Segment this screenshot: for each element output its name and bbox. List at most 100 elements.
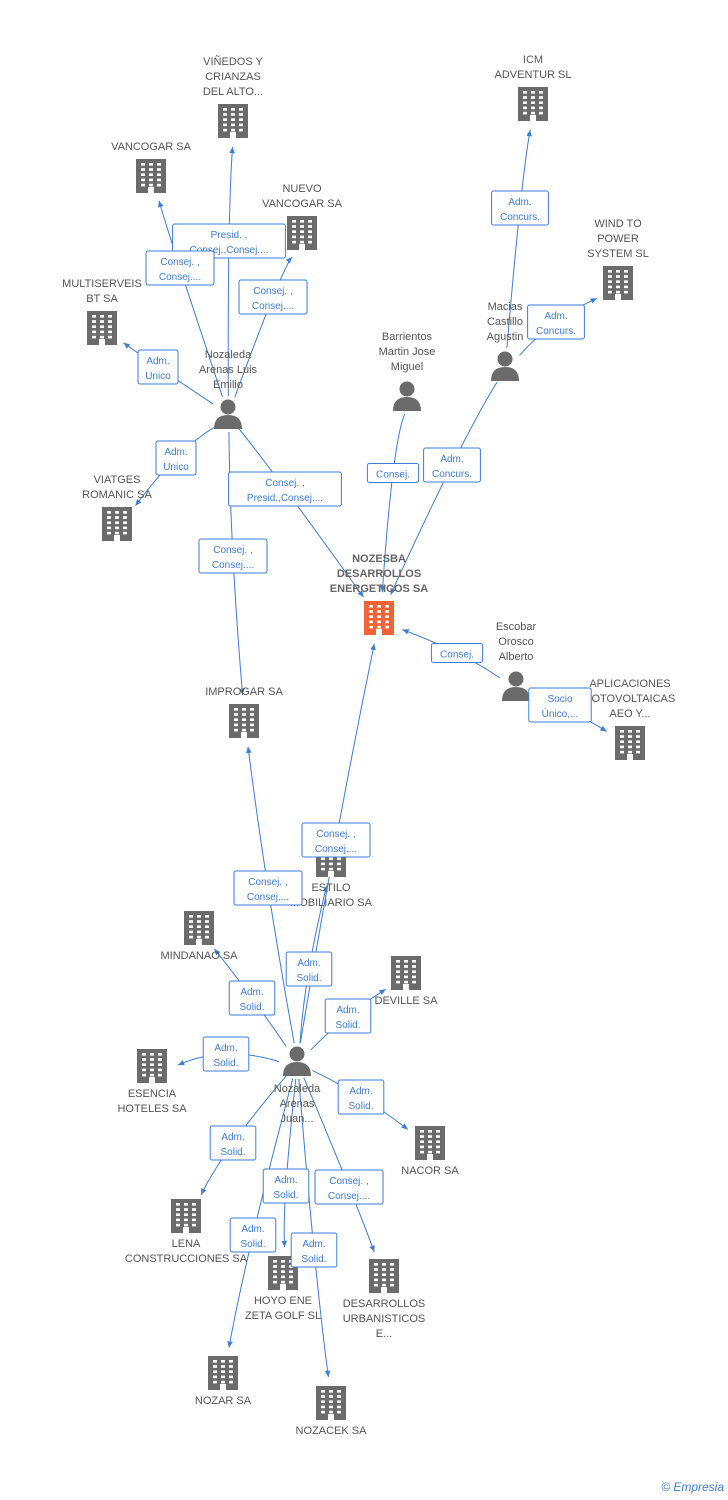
building-window <box>250 708 254 711</box>
edge-label-box <box>430 643 484 663</box>
brand-logo[interactable]: Empresia <box>673 1480 724 1494</box>
node-label: NOZAR SA <box>195 1395 252 1407</box>
node-juan[interactable]: NozaledaArenasJuan... <box>274 1046 321 1126</box>
building-window <box>213 1375 217 1379</box>
building-window <box>620 750 624 754</box>
node-vancogar[interactable]: VANCOGAR SA <box>111 141 192 193</box>
edge-label-escobar-to-aplicaciones[interactable]: SocioÚnico,... <box>528 687 592 723</box>
edge-label-juan-to-nozesba[interactable]: Consej. ,Consej.... <box>301 822 371 858</box>
edge-label-macias-to-icm[interactable]: Adm.Concurs. <box>491 190 549 226</box>
node-label: ZETA GOLF SL <box>245 1310 321 1322</box>
edge-label-luis-to-improgar[interactable]: Consej. ,Consej.... <box>198 538 268 574</box>
node-desarrollos[interactable]: DESARROLLOSURBANISTICOSE... <box>343 1259 426 1340</box>
building-window <box>337 1400 341 1403</box>
building-window <box>229 1380 233 1384</box>
building-window <box>157 168 161 171</box>
building-icon <box>369 1259 399 1293</box>
building-window <box>231 113 235 116</box>
node-nacor[interactable]: NACOR SA <box>401 1126 459 1177</box>
building-window <box>539 101 543 104</box>
building-window <box>157 163 161 166</box>
building-window <box>369 605 373 608</box>
node-nozacek[interactable]: NOZACEK SA <box>296 1386 368 1437</box>
building-icon <box>184 911 214 945</box>
building-window <box>628 750 632 754</box>
edge-label-text: Solid. <box>301 1254 326 1265</box>
building-window <box>176 1223 180 1227</box>
edge-label-luis-to-viatges[interactable]: Adm.Unico <box>155 440 197 476</box>
building-window <box>329 1400 333 1403</box>
building-window <box>123 516 127 519</box>
edge-label-text: Consej. <box>376 470 410 481</box>
building-window <box>608 275 612 278</box>
building-door <box>114 535 120 541</box>
edge-label-box <box>423 447 481 483</box>
building-window <box>239 108 243 111</box>
building-window <box>404 960 408 963</box>
building-door <box>627 754 633 760</box>
edge-label-juan-to-improgar[interactable]: Consej. ,Consej.... <box>233 870 303 906</box>
building-window <box>321 1400 325 1403</box>
edge-label-juan-to-estilo[interactable]: Adm.Solid. <box>285 951 333 987</box>
building-window <box>184 1213 188 1216</box>
edge-label-juan-to-desarrollos[interactable]: Consej. ,Consej.... <box>314 1169 384 1205</box>
building-window <box>150 1063 154 1066</box>
edge-label-escobar-to-nozesba[interactable]: Consej. <box>430 643 484 663</box>
node-nozar[interactable]: NOZAR SA <box>195 1356 252 1407</box>
node-improgar[interactable]: IMPROGAR SA <box>205 686 283 738</box>
building-window <box>273 1265 277 1268</box>
edge-label-macias-to-wind[interactable]: Adm.Concurs. <box>527 304 585 340</box>
edge-label-juan-to-mindanao[interactable]: Adm.Solid. <box>228 980 276 1016</box>
edge-label-box <box>301 822 371 858</box>
edge-label-text: Adm. <box>214 1043 237 1054</box>
edge-label-juan-to-hoyo[interactable]: Adm.Solid. <box>262 1168 310 1204</box>
node-label: Orosco <box>498 636 533 648</box>
edge-label-luis-to-vancogar[interactable]: Consej. ,Consej.... <box>145 250 215 286</box>
edge-label-luis-to-vinedos[interactable]: Presid. ,Consej.,Consej.... <box>172 223 286 259</box>
building-window <box>523 101 527 104</box>
node-deville[interactable]: DEVILLE SA <box>375 956 439 1007</box>
building-window <box>369 610 373 613</box>
building-window <box>100 325 104 328</box>
building-window <box>239 113 243 116</box>
node-label: FOTOVOLTAICAS <box>585 693 675 705</box>
edge-label-luis-to-multiserveis[interactable]: Adm.Unico <box>137 349 179 385</box>
node-mindanao[interactable]: MINDANAO SA <box>160 911 238 962</box>
edge-label-juan-to-lena[interactable]: Adm.Solid. <box>209 1125 257 1161</box>
building-window <box>412 960 416 963</box>
building-window <box>221 1360 225 1363</box>
edge-label-juan-to-nozar[interactable]: Adm.Solid. <box>229 1217 277 1253</box>
building-window <box>176 1203 180 1206</box>
edge-label-text: Consej.... <box>212 560 254 571</box>
building-window <box>189 930 193 934</box>
edge-label-barrientos-to-nozesba[interactable]: Consej. <box>366 463 420 483</box>
building-window <box>197 915 201 918</box>
edge-label-juan-to-nozacek[interactable]: Adm.Solid. <box>290 1232 338 1268</box>
edge-label-macias-to-nozesba[interactable]: Adm.Concurs. <box>423 447 481 483</box>
edge-label-juan-to-nacor[interactable]: Adm.Solid. <box>337 1079 385 1115</box>
building-window <box>420 1130 424 1133</box>
edge-label-juan-to-esencia[interactable]: Adm.Solid. <box>202 1036 250 1072</box>
edge-label-luis-to-nuevo[interactable]: Consej. ,Consej.... <box>238 279 308 315</box>
building-window <box>223 118 227 121</box>
building-window <box>329 1405 333 1409</box>
node-label: HOTELES SA <box>117 1103 187 1115</box>
building-window <box>149 163 153 166</box>
building-window <box>242 713 246 716</box>
edge-label-luis-to-nozesba[interactable]: Consej. ,Presid.,Consej.... <box>228 471 342 507</box>
edge-label-juan-to-deville[interactable]: Adm.Solid. <box>324 998 372 1034</box>
